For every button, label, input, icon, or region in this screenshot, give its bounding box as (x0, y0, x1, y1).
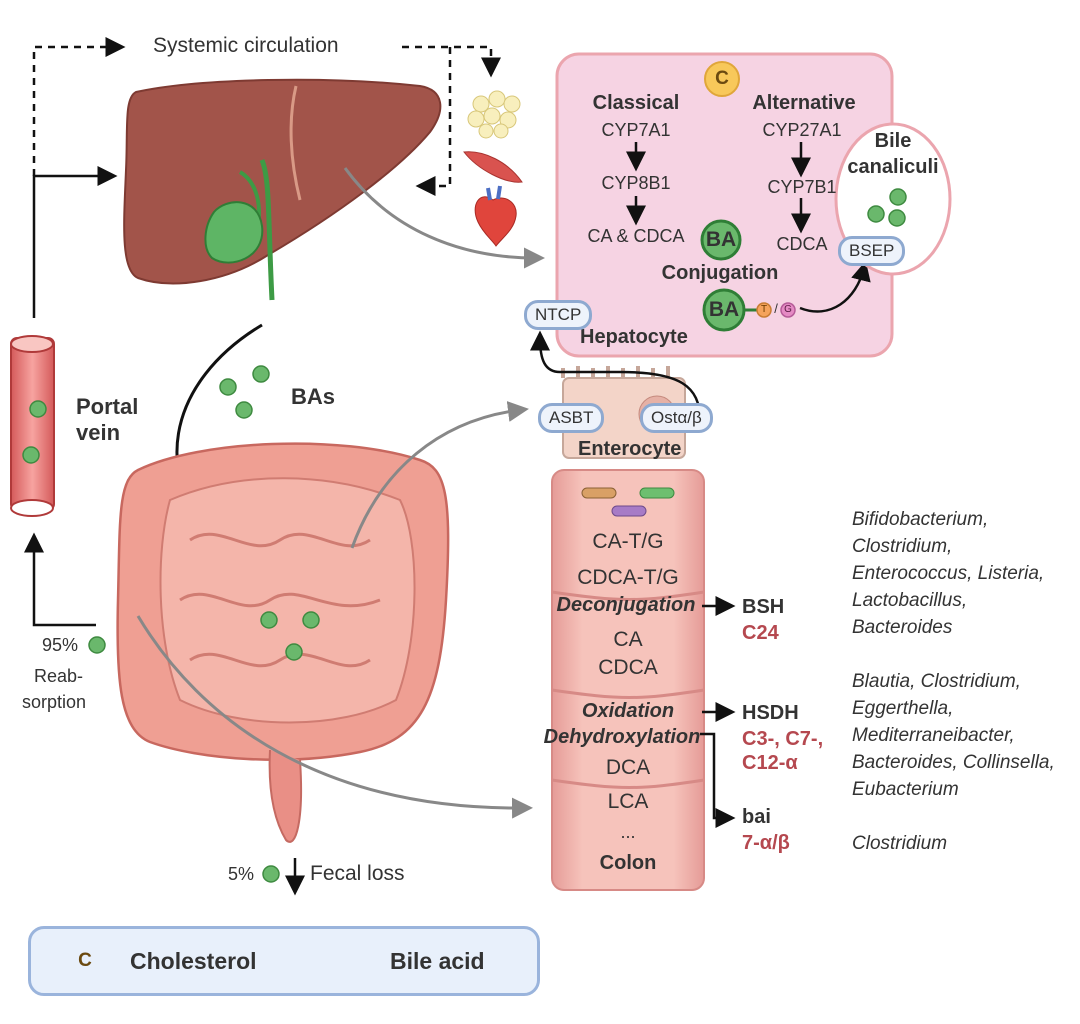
bile-label: Bile (874, 130, 912, 152)
hsdh-sites-2: C12-α (742, 752, 798, 774)
cdca-label: CDCA (776, 234, 828, 254)
portal-label: Portal (76, 394, 139, 419)
ba-badge-1: BA (705, 228, 737, 251)
hsdh-sites-1: C3-, C7-, (742, 728, 824, 750)
lca-label: LCA (607, 790, 649, 813)
reabsorption-label-1: Reab- (34, 666, 84, 686)
glycine-label: G (784, 304, 792, 315)
dca-label: DCA (605, 756, 651, 779)
slash-label: / (774, 301, 778, 316)
reabsorption-label-2: sorption (22, 692, 87, 712)
canaliculi-label: canaliculi (847, 156, 939, 178)
bai-sites-label: 7-α/β (742, 832, 790, 854)
fecal-percent: 5% (228, 864, 255, 884)
taurine-label: T (760, 304, 768, 315)
bas-label: BAs (291, 384, 336, 409)
ca-label: CA (613, 628, 643, 651)
hsdh-bacteria-list: Blautia, Clostridium, Eggerthella, Medit… (852, 671, 1055, 800)
classical-pathway-label: Classical (592, 92, 680, 114)
colon-icon (551, 469, 705, 891)
cholesterol-badge: C (715, 68, 729, 89)
oxidation-label: Oxidation (581, 700, 675, 722)
legend (28, 926, 540, 996)
legend-cholesterol-badge: C (78, 950, 92, 971)
enterocyte-label: Enterocyte (578, 438, 682, 460)
systemic-circulation-label: Systemic circulation (153, 34, 339, 57)
systemic-circulation-loop (32, 37, 501, 196)
adipose-tissue-icon (467, 90, 521, 139)
legend-cholesterol-label: Cholesterol (130, 948, 257, 974)
deconjugation-label: Deconjugation (556, 594, 696, 616)
hepatocyte-label: Hepatocyte (580, 326, 688, 348)
heart-icon (474, 185, 517, 247)
vein-label: vein (76, 420, 121, 445)
cyp7a1-label: CYP7A1 (601, 120, 671, 140)
muscle-icon (463, 151, 523, 183)
ntcp-transporter: NTCP (524, 300, 593, 330)
cdca-tg-label: CDCA-T/G (577, 566, 679, 589)
cyp7b1-label: CYP7B1 (767, 177, 837, 197)
intestine-icon (116, 442, 450, 843)
bsh-bacteria-list: Bifidobacterium, Clostridium, Enterococc… (852, 509, 1045, 638)
bai-bacteria-list: Clostridium (852, 833, 948, 854)
bsep-transporter: BSEP (838, 236, 906, 266)
alternative-pathway-label: Alternative (752, 92, 856, 114)
bai-label: bai (742, 806, 771, 828)
colon-label: Colon (599, 852, 657, 874)
ca-tg-label: CA-T/G (592, 530, 664, 553)
c24-label: C24 (742, 622, 779, 644)
reabsorption-percent: 95% (42, 635, 79, 655)
ellipsis-label: ... (620, 822, 636, 842)
asbt-transporter: ASBT (538, 403, 605, 433)
cdca-colon-label: CDCA (598, 656, 658, 679)
cyp27a1-label: CYP27A1 (762, 120, 842, 140)
ost-transporter: Ostα/β (640, 403, 713, 433)
ba-badge-2: BA (708, 298, 740, 321)
hsdh-label: HSDH (742, 702, 799, 724)
bsh-label: BSH (742, 596, 785, 618)
portal-vein-icon (10, 166, 118, 517)
conjugation-label: Conjugation (661, 262, 779, 284)
liver-icon (123, 78, 442, 301)
ca-cdca-label: CA & CDCA (587, 226, 685, 246)
dehydroxylation-label: Dehydroxylation (543, 726, 701, 748)
fecal-loss-label: Fecal loss (310, 862, 405, 885)
cyp8b1-label: CYP8B1 (601, 173, 671, 193)
legend-bile-acid-label: Bile acid (390, 948, 485, 974)
